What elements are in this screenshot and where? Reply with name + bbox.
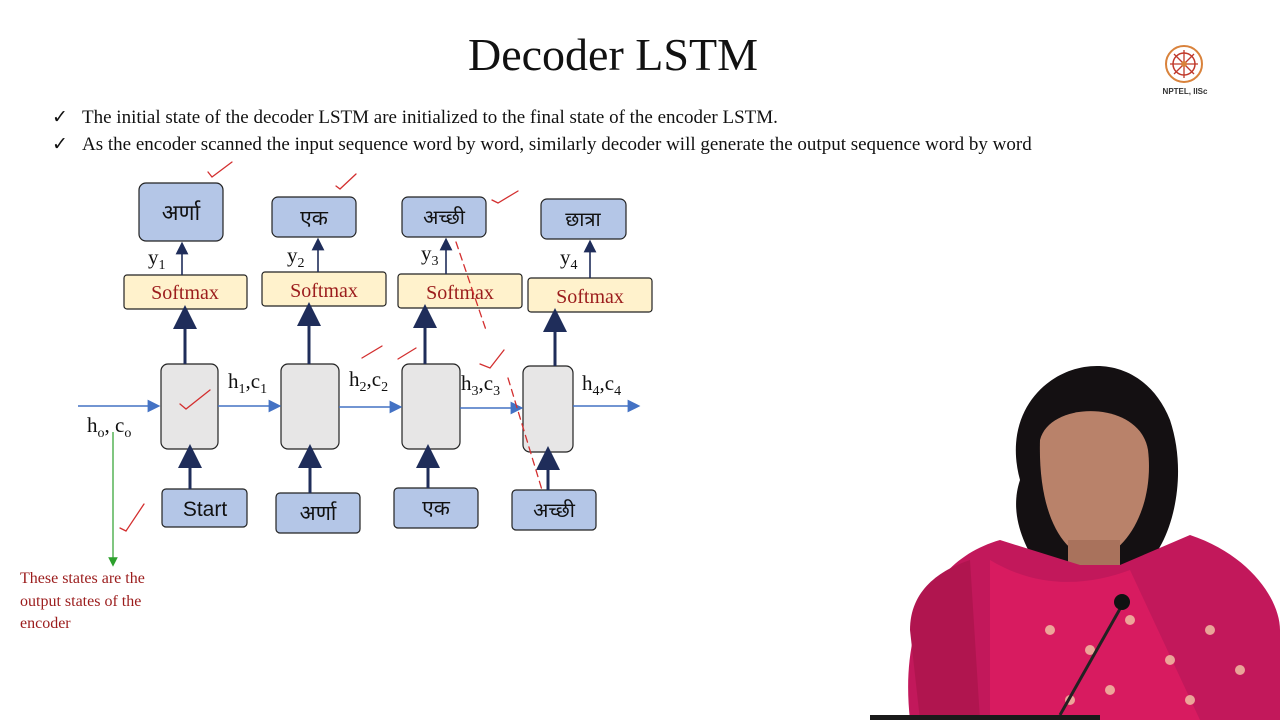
output-word: अर्णा — [162, 200, 201, 226]
bullet-list: ✓ The initial state of the decoder LSTM a… — [52, 104, 1032, 158]
bullet-item: ✓ The initial state of the decoder LSTM a… — [52, 104, 1032, 131]
softmax-label: Softmax — [290, 280, 358, 302]
output-box — [401, 196, 487, 238]
output-label: y3 — [421, 241, 439, 269]
softmax-label: Softmax — [426, 282, 494, 304]
lstm-cell — [522, 365, 574, 453]
input-box — [511, 489, 597, 531]
input-word: अच्छी — [533, 498, 576, 522]
output-box — [138, 182, 224, 242]
page-title: Decoder LSTM — [468, 29, 758, 80]
softmax-label: Softmax — [151, 282, 219, 304]
state-label: h1,c1 — [228, 369, 267, 397]
lstm-cell — [280, 363, 340, 450]
softmax-box — [397, 273, 523, 309]
bullet-item: ✓ As the encoder scanned the input sequen… — [52, 131, 1032, 158]
state-label: h4,c4 — [582, 371, 621, 399]
input-box — [393, 487, 479, 529]
input-box — [161, 488, 248, 528]
input-box — [275, 492, 361, 534]
softmax-label: Softmax — [556, 286, 624, 308]
output-label: y1 — [148, 245, 166, 273]
output-word: छात्रा — [565, 207, 601, 231]
output-word: एक — [300, 206, 329, 230]
output-label: y2 — [287, 243, 305, 271]
bullet-text: The initial state of the decoder LSTM ar… — [82, 107, 778, 128]
check-icon: ✓ — [52, 134, 68, 155]
ink-annotations — [119, 161, 543, 532]
output-word: अच्छी — [423, 205, 466, 229]
nptel-logo — [1165, 45, 1203, 83]
output-box — [540, 198, 627, 240]
state-label: h3,c3 — [461, 371, 500, 399]
input-word: अर्णा — [300, 501, 338, 525]
initial-state-label: ho, co — [87, 413, 131, 441]
bullet-text: As the encoder scanned the input sequenc… — [82, 134, 1032, 155]
output-label: y4 — [560, 245, 578, 273]
lstm-cell — [401, 363, 461, 450]
encoder-states-note: These states are the output states of th… — [20, 570, 145, 632]
state-label: h2,c2 — [349, 367, 388, 395]
output-box — [271, 196, 357, 238]
logo-text: NPTEL, IISc — [1162, 87, 1208, 96]
input-word: एक — [422, 496, 451, 520]
presenter-video — [870, 366, 1280, 720]
check-icon: ✓ — [52, 107, 68, 128]
softmax-box — [261, 271, 387, 307]
input-word: Start — [183, 498, 228, 521]
